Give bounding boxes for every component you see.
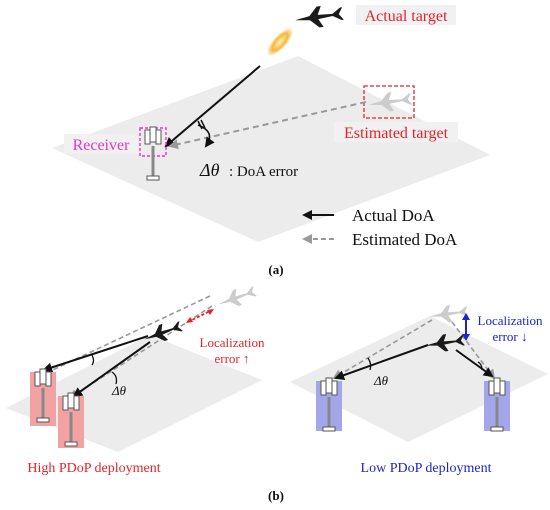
panel-b-high: Δθ Localization error ↑ High PDoP deploy…	[6, 283, 265, 476]
low-pdop-caption: Low PDoP deployment	[361, 461, 492, 476]
estimated-target-label-bg	[334, 122, 458, 142]
low-error-arrowhead-2	[462, 334, 470, 341]
caption-b: (b)	[268, 488, 284, 503]
high-pdop-caption: High PDoP deployment	[27, 461, 160, 476]
high-actual-doa-1	[42, 335, 149, 373]
ground-plane-low	[290, 316, 548, 442]
actual-target-jet-icon	[293, 3, 345, 31]
low-error-arrowhead-1	[462, 313, 470, 320]
high-localization-line1: Localization	[200, 335, 265, 350]
high-arc-1	[91, 354, 95, 366]
arc-tick-1	[197, 120, 203, 130]
low-localization-line2: error ↓	[492, 329, 527, 344]
receiver-label-bg	[64, 134, 138, 154]
actual-target-label: Actual target	[365, 8, 448, 25]
low-arc-2	[477, 361, 483, 371]
receiver-label: Receiver	[73, 137, 131, 154]
high-localization-line2: error ↑	[214, 351, 249, 366]
low-localization-line1: Localization	[478, 313, 543, 328]
legend-actual-label: Actual DoA	[352, 206, 435, 225]
panel-b-low: Δθ Localization error ↓ Low PDoP deploym…	[290, 302, 548, 476]
estimated-doa-arrow	[168, 101, 367, 150]
high-actual-doa-2	[72, 341, 151, 398]
high-delta-label: Δθ	[111, 383, 127, 398]
high-arc-2	[111, 371, 118, 385]
low-estimated-doa-1	[332, 319, 433, 380]
doa-error-label: : DoA error	[229, 164, 298, 180]
actual-doa-arrow	[164, 65, 261, 148]
caption-a: (a)	[268, 262, 283, 277]
low-delta-label: Δθ	[373, 373, 389, 388]
panel-a: Actual target Estimated target Receiver …	[52, 3, 490, 277]
low-actual-doa-1	[334, 344, 429, 381]
low-actual-doa-2	[455, 349, 494, 378]
doa-error-symbol: Δθ	[199, 160, 220, 180]
estimated-target-label: Estimated target	[344, 125, 449, 142]
flame-trail	[266, 27, 294, 57]
arc-tick-2	[200, 119, 206, 129]
low-arc-1	[367, 357, 372, 371]
high-error-arrow	[187, 309, 213, 323]
high-estimated-jet-icon	[215, 283, 259, 313]
legend-estimated-label: Estimated DoA	[352, 230, 458, 249]
actual-target-label-bg	[356, 5, 456, 25]
high-error-arrowhead-2	[207, 309, 214, 315]
high-error-arrowhead-1	[186, 317, 193, 323]
